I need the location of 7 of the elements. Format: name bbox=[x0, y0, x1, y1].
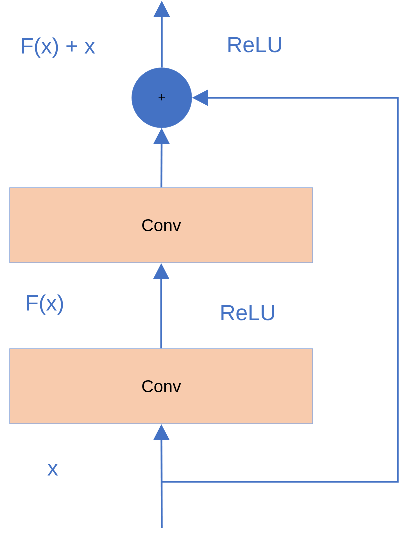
signal-label: x bbox=[48, 464, 58, 476]
signal-label: ReLU bbox=[222, 305, 274, 321]
conv-box: Conv bbox=[10, 188, 314, 264]
signal-label: F(x) + x bbox=[22, 38, 96, 58]
signal-label: ReLU bbox=[228, 37, 282, 53]
signal-label: F(x) bbox=[27, 294, 64, 316]
conv-box: Conv bbox=[10, 348, 314, 424]
